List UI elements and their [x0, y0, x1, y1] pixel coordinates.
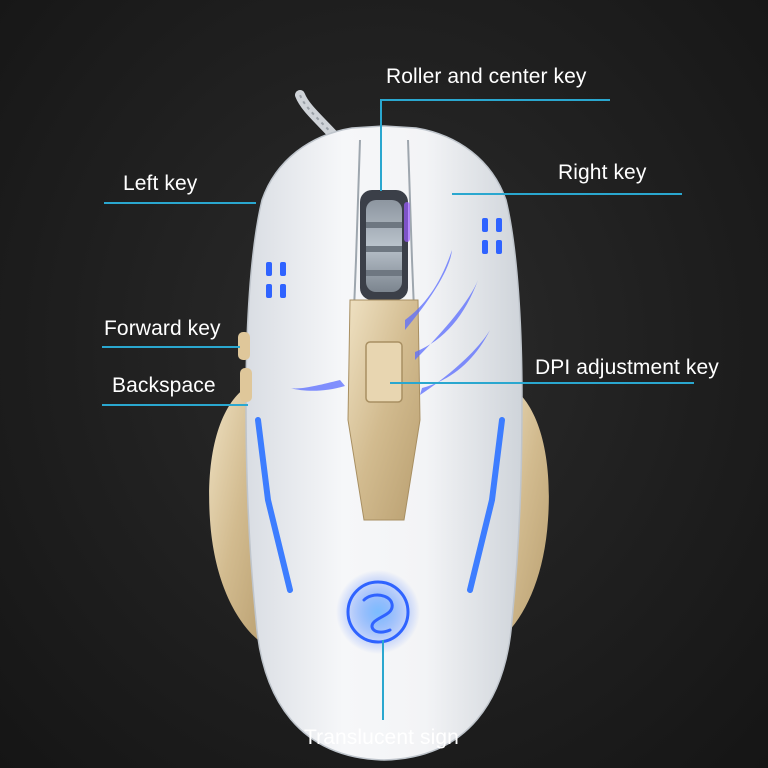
label-forward-key: Forward key	[104, 317, 221, 340]
leader-roller-drop	[380, 99, 382, 191]
leader-left-key	[104, 202, 256, 204]
label-backspace: Backspace	[112, 374, 216, 397]
claw-graphic	[290, 250, 490, 395]
forward-side-button	[238, 332, 250, 360]
left-led-vents	[266, 262, 286, 298]
label-translucent-sign: Translucent sign	[304, 726, 459, 749]
leader-forward-key	[102, 346, 240, 348]
translucent-logo	[336, 570, 420, 654]
leader-backspace	[102, 404, 248, 406]
leader-dpi-key	[390, 382, 694, 384]
leader-translucent-sign	[382, 640, 384, 720]
scroll-wheel	[366, 200, 410, 292]
right-led-strip	[467, 417, 505, 593]
label-right-key: Right key	[558, 161, 647, 184]
leader-right-key	[452, 193, 682, 195]
back-side-button	[240, 368, 252, 402]
dpi-button	[365, 341, 403, 403]
center-gold-spine	[347, 299, 421, 521]
right-led-vents	[482, 218, 502, 254]
left-led-strip	[255, 417, 293, 593]
leader-roller	[380, 99, 610, 101]
label-left-key: Left key	[123, 172, 198, 195]
label-dpi-adjustment-key: DPI adjustment key	[535, 356, 719, 379]
label-roller-center-key: Roller and center key	[386, 65, 587, 88]
